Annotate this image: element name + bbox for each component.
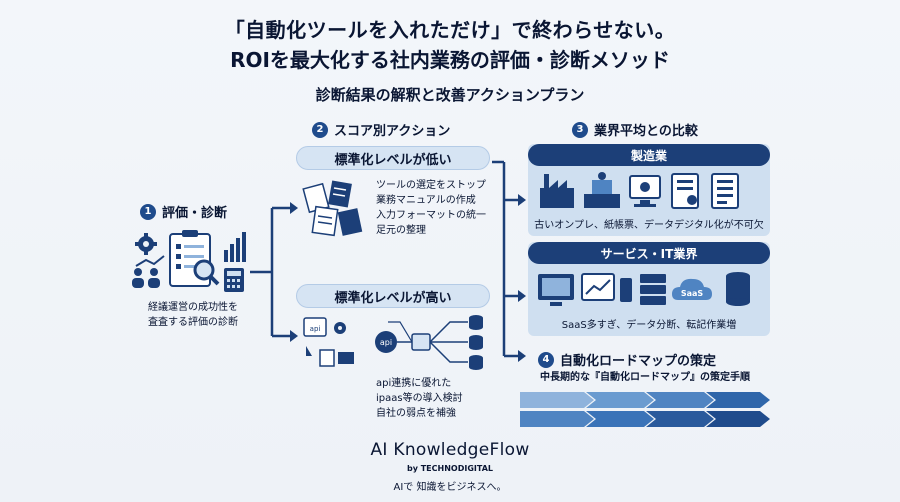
high-action-item: api連携に優れた xyxy=(376,378,452,389)
low-action-item: ツールの選定をストップ xyxy=(376,180,486,191)
step1-heading: 1 評価・診断 xyxy=(140,202,227,221)
step1-label: 評価・診断 xyxy=(162,206,228,221)
step4-heading: 4 自動化ロードマップの策定 xyxy=(538,350,716,369)
service-panel: サービス・IT業界 SaaS SaaS多すぎ、データ分断、転記作業増 xyxy=(528,242,770,336)
integration-illustration: api api xyxy=(303,315,483,370)
gear-icon xyxy=(334,322,346,334)
high-action-item: 自社の弱点を補強 xyxy=(376,408,456,419)
low-standardization-pill: 標準化レベルが低い xyxy=(296,146,490,170)
step1-number: 1 xyxy=(140,203,156,220)
machine-icon xyxy=(584,172,620,208)
arrow-icon xyxy=(306,346,312,356)
document-icon xyxy=(711,173,739,209)
folder-icon xyxy=(338,352,354,364)
documents-illustration xyxy=(302,180,363,237)
api-doc-icon: api xyxy=(303,317,327,337)
factory-icon xyxy=(540,174,574,208)
magnifier-icon xyxy=(193,259,220,286)
monitor-gear-icon xyxy=(629,175,661,207)
trend-icon xyxy=(135,255,165,267)
database-icon xyxy=(411,333,431,351)
title-line-1: 「自動化ツールを入れただけ」で終わらせない。 xyxy=(224,18,676,42)
people-icon xyxy=(132,268,160,288)
connector-step1-step2 xyxy=(250,202,298,342)
server-icon xyxy=(640,274,666,305)
monitor-icon xyxy=(538,274,574,306)
chart-monitor-icon xyxy=(581,273,615,301)
phone-icon xyxy=(620,278,632,302)
file-icon xyxy=(319,349,335,367)
manufacturing-title: 製造業 xyxy=(528,144,770,166)
high-actions-list: api連携に優れた ipaas等の導入検討 自社の弱点を補強 xyxy=(376,376,463,421)
step1-desc-line1: 経議運営の成功性を xyxy=(148,302,238,313)
step3-label: 業界平均との比較 xyxy=(594,124,698,139)
roadmap-row-2 xyxy=(520,411,770,427)
low-action-item: 足元の整理 xyxy=(376,225,426,236)
high-standardization-pill: 標準化レベルが高い xyxy=(296,284,490,308)
bar-chart-icon xyxy=(224,232,246,262)
gear-icon xyxy=(135,233,157,255)
checklist-icon xyxy=(671,173,699,209)
database-icon xyxy=(726,272,750,306)
subtitle: 診断結果の解釈と改善アクションプラン xyxy=(315,86,585,104)
database-stack-icon xyxy=(469,315,483,370)
saas-label: SaaS xyxy=(681,289,704,298)
step4-caption: 中長期的な『自動化ロードマップ』の策定手順 xyxy=(540,372,750,383)
connector-step2-step3 xyxy=(492,160,526,362)
manufacturing-caption: 古いオンプレ、紙帳票、データデジタル化が不可欠 xyxy=(534,220,764,231)
evaluation-illustration xyxy=(132,230,246,292)
step2-heading: 2 スコア別アクション xyxy=(312,120,450,139)
step3-heading: 3 業界平均との比較 xyxy=(572,120,698,139)
service-icons: SaaS xyxy=(538,272,750,306)
low-action-item: 入力フォーマットの統一 xyxy=(376,210,486,221)
title-line-2: ROIを最大化する社内業務の評価・診断メソッド xyxy=(230,48,670,72)
api-hub-icon xyxy=(375,331,397,353)
step3-number: 3 xyxy=(572,121,588,138)
brand-byline: by TECHNODIGITAL xyxy=(407,464,493,473)
low-actions-list: ツールの選定をストップ 業務マニュアルの作成 入力フォーマットの統一 足元の整理 xyxy=(376,178,486,238)
cloud-icon: SaaS xyxy=(672,278,712,300)
calculator-icon xyxy=(224,268,244,292)
service-caption: SaaS多すぎ、データ分断、転記作業増 xyxy=(561,320,737,331)
roadmap-arrows xyxy=(520,392,770,427)
api-doc-label: api xyxy=(310,325,321,333)
service-title: サービス・IT業界 xyxy=(528,242,770,264)
low-action-item: 業務マニュアルの作成 xyxy=(376,195,476,206)
manufacturing-icons xyxy=(540,172,739,209)
step1-description: 経議運営の成功性を 査査する評価の診断 xyxy=(128,300,258,330)
manufacturing-panel: 製造業 古いオンプレ、紙帳票、データデジタル化が不可欠 xyxy=(528,144,770,236)
brand-name: AI KnowledgeFlow xyxy=(370,440,530,460)
step4-number: 4 xyxy=(538,351,554,368)
documents-icon xyxy=(302,180,363,237)
roadmap-row-1 xyxy=(520,392,770,408)
step4-label: 自動化ロードマップの策定 xyxy=(560,354,717,369)
step1-desc-line2: 査査する評価の診断 xyxy=(148,317,238,328)
step2-number: 2 xyxy=(312,121,328,138)
api-hub-label: api xyxy=(380,338,392,347)
step2-label: スコア別アクション xyxy=(334,124,451,139)
high-action-item: ipaas等の導入検討 xyxy=(376,393,463,404)
brand-tagline: AIで 知識をビジネスへ。 xyxy=(393,482,507,493)
